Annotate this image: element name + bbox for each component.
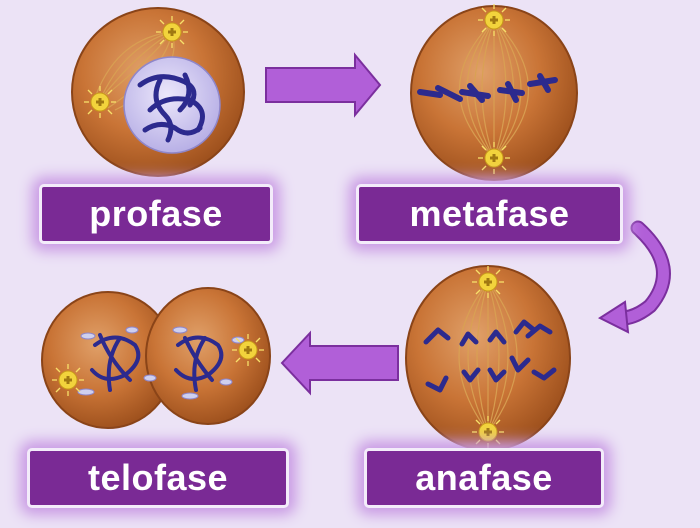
label-telofase: telofase <box>27 448 289 508</box>
profase-cell <box>71 7 245 177</box>
centrosome-icon <box>51 363 85 397</box>
centrosome-icon <box>477 3 511 37</box>
label-profase: profase <box>39 184 273 244</box>
label-metafase: metafase <box>356 184 623 244</box>
centrosome-icon <box>471 265 505 299</box>
chromatin <box>137 72 205 143</box>
anafase-cell <box>405 265 571 451</box>
telofase-cells <box>41 287 271 429</box>
chromatin <box>90 333 224 392</box>
chromosomes <box>423 319 557 393</box>
arrow-left-icon <box>280 330 399 396</box>
centrosome-icon <box>477 141 511 175</box>
metafase-cell <box>410 3 578 181</box>
nucleus <box>123 56 221 154</box>
curved-arrow-icon <box>597 220 671 334</box>
centrosome-icon <box>231 333 265 367</box>
label-anafase: anafase <box>364 448 604 508</box>
centrosome-icon <box>83 85 117 119</box>
centrosome-icon <box>471 415 505 449</box>
centrosome-icon <box>155 15 189 49</box>
chromosome-plate <box>417 73 558 103</box>
arrow-right-icon <box>265 52 382 118</box>
